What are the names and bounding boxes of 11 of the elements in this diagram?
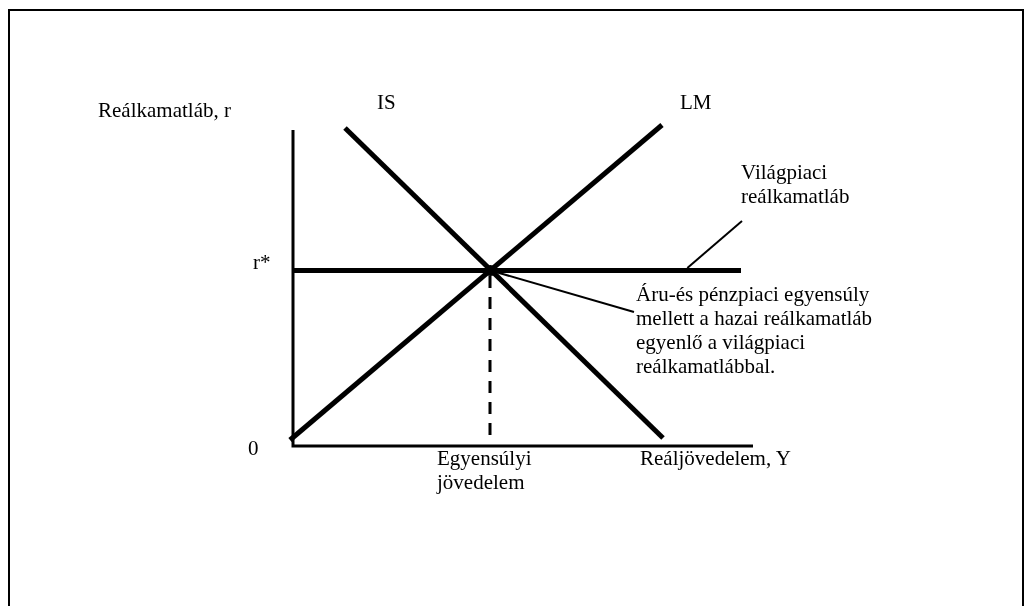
leader-line: [686, 220, 743, 269]
callout-text: Áru-és pénzpiaci egyensúly mellett a hazai reálkamatláb egyenlő a világpiaci reálkamatlábbal.: [636, 282, 898, 378]
axis-title: Reálkamatláb, r: [98, 98, 231, 122]
leader-line: [494, 271, 635, 313]
axis-tick-label: 0: [248, 436, 259, 460]
callout-text: Világpiaci reálkamatláb: [741, 160, 891, 208]
curve-label: IS: [377, 90, 396, 114]
curve-label: LM: [680, 90, 712, 114]
axis-tick-label: r*: [253, 250, 271, 274]
axis-tick-label: Egyensúlyi jövedelem: [437, 446, 533, 494]
axis-title: Reáljövedelem, Y: [640, 446, 791, 470]
